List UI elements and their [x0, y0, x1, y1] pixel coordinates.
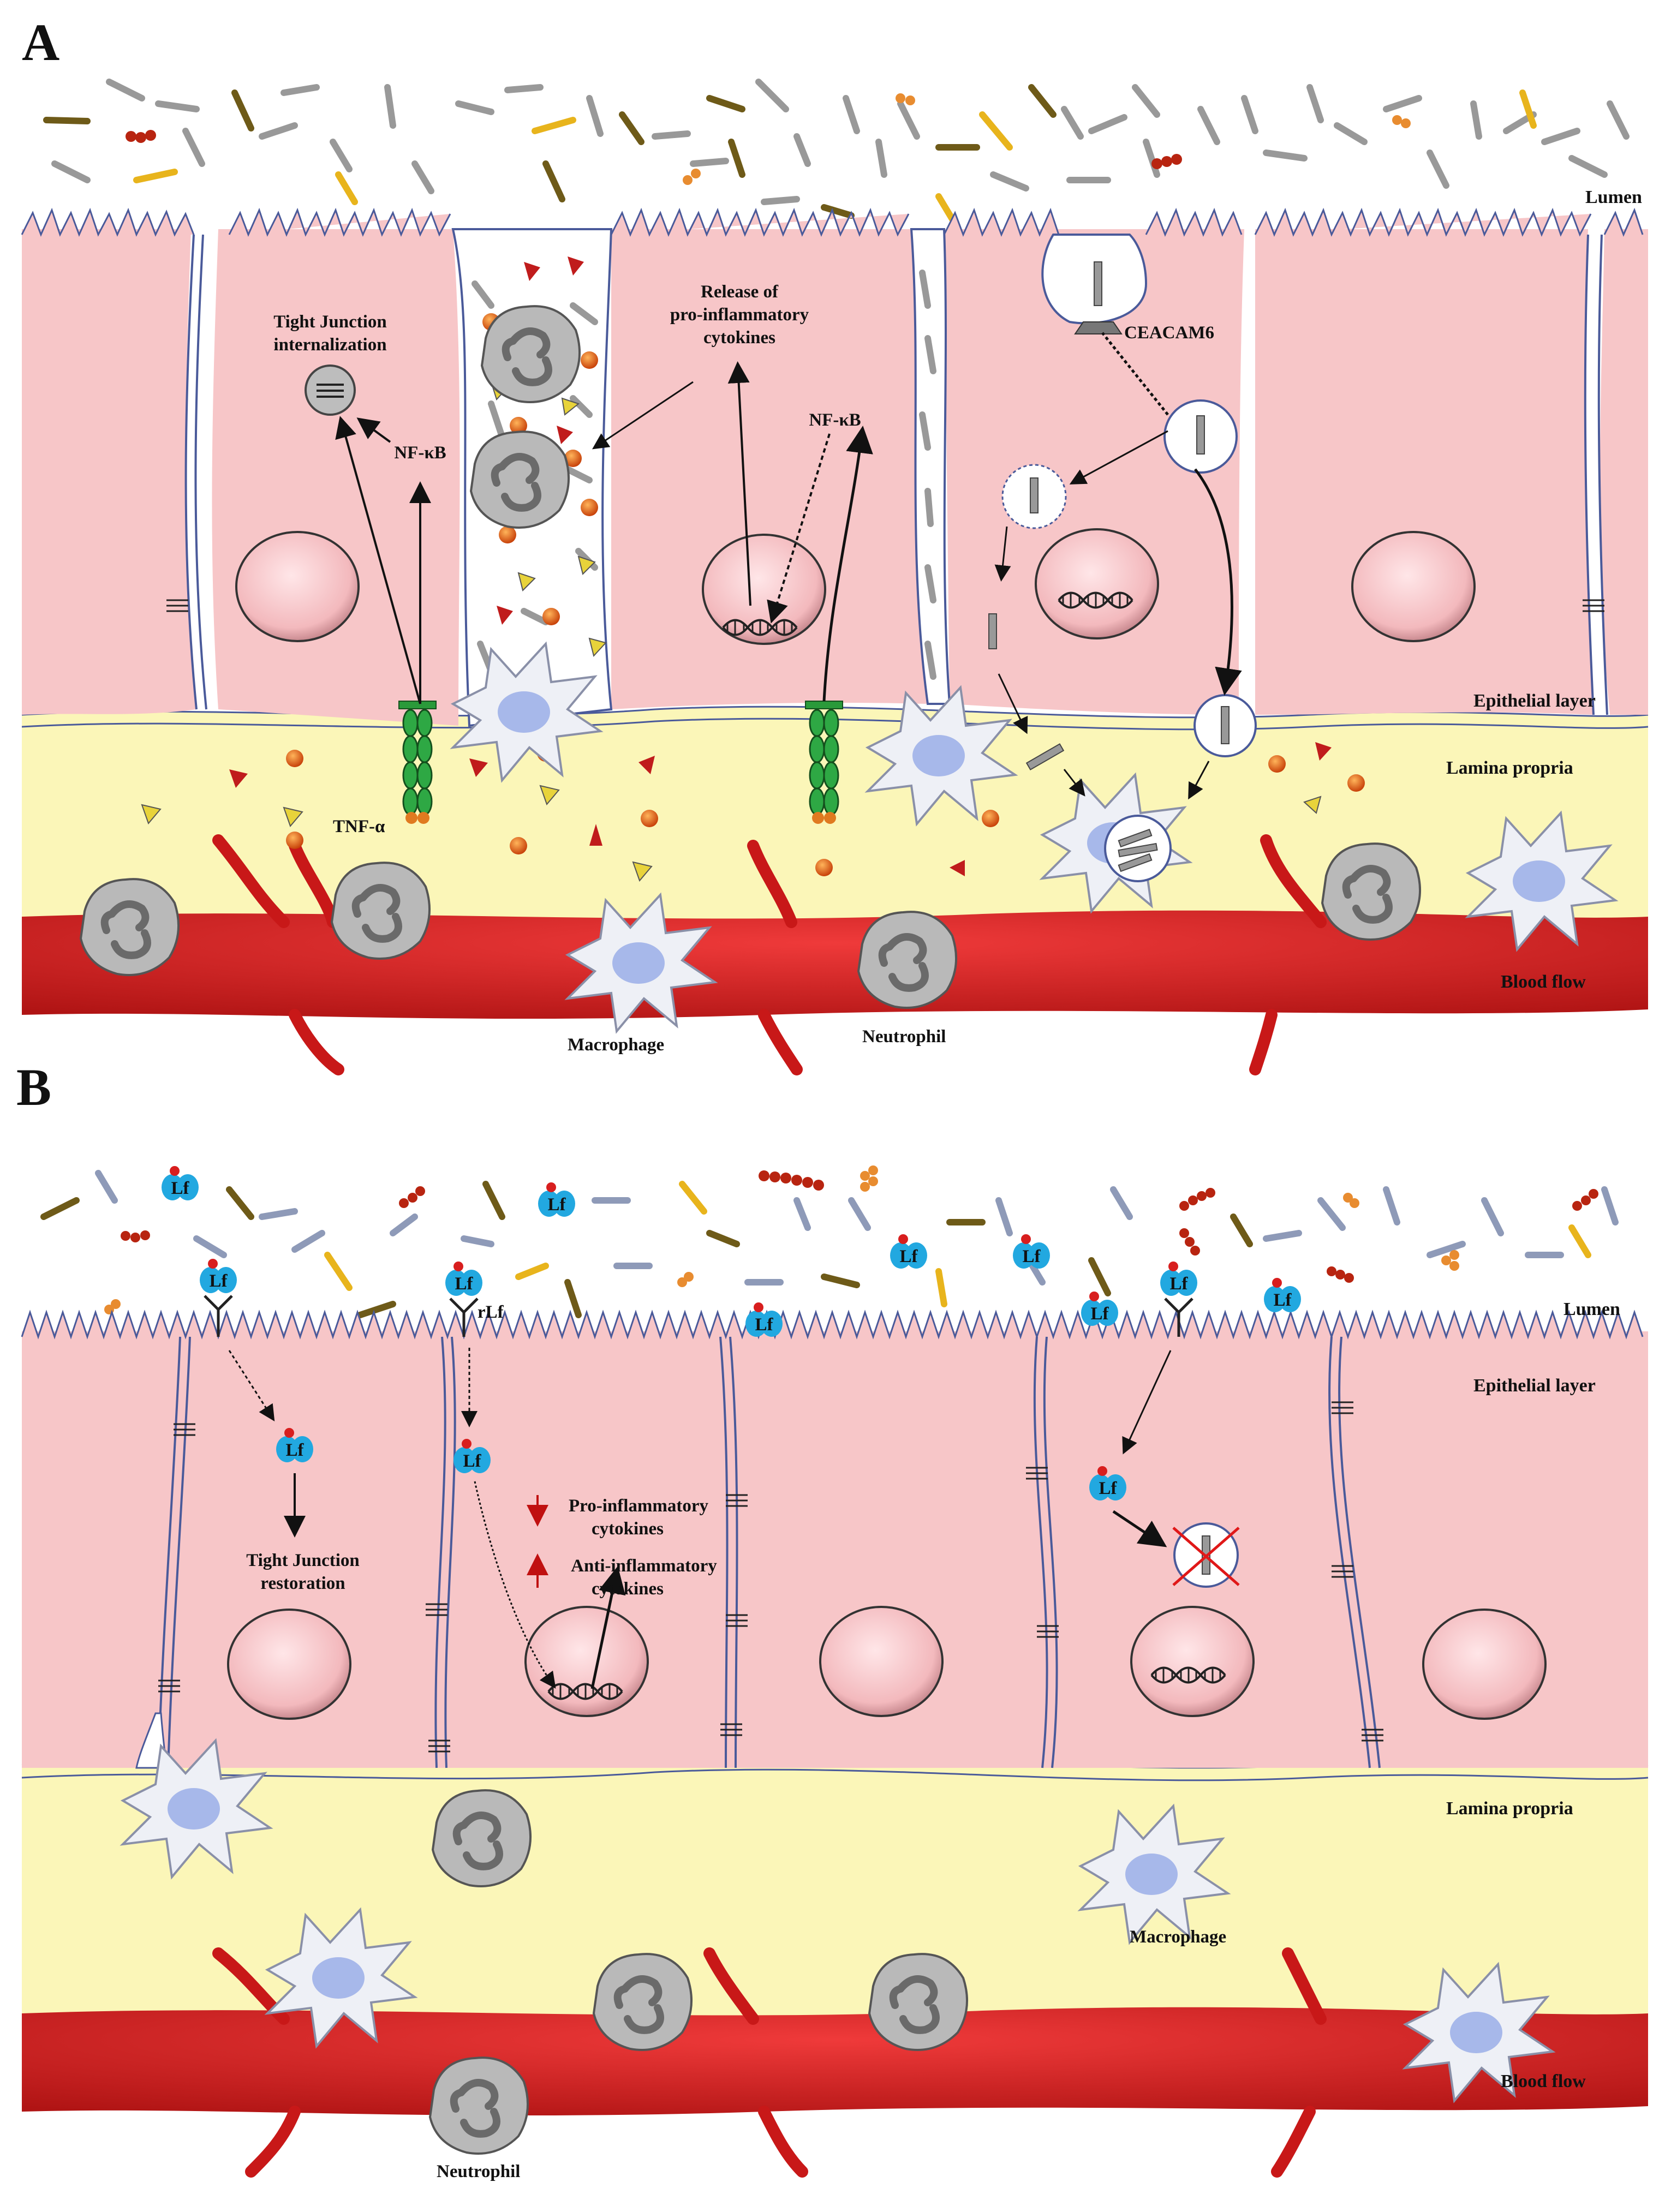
macrophage-label-b: Macrophage — [1130, 1927, 1226, 1947]
lumen-label-b: Lumen — [1563, 1299, 1620, 1319]
killed-bacterium — [1172, 1522, 1240, 1588]
nfkb-mid-label: NF-κB — [809, 410, 861, 430]
neutrophil-gap-1 — [482, 306, 580, 402]
anti-inflammatory-l1: Anti-inflammatory — [571, 1556, 717, 1576]
nucleus-b3 — [819, 1606, 944, 1717]
epithelial-cells-a — [22, 229, 1648, 726]
tj-internalization-l1: Tight Junction — [273, 312, 387, 332]
nfkb-left-label: NF-κB — [394, 443, 446, 463]
cell-a1 — [22, 229, 196, 715]
nucleus-a3 — [1035, 528, 1159, 639]
svg-text:Lf: Lf — [171, 1179, 190, 1198]
blood-vessel-b — [22, 2007, 1648, 2116]
svg-text:Lf: Lf — [286, 1440, 305, 1460]
ceacam6-label: CEACAM6 — [1124, 323, 1214, 343]
release-l1: Release of — [701, 282, 779, 302]
arrows-b — [228, 1348, 1172, 1689]
cell-a4 — [944, 229, 1244, 715]
lumen-bacteria-a — [43, 79, 1630, 227]
lf-labels: Lf Lf Lf Lf Lf Lf Lf Lf Lf Lf Lf Lf Lf — [171, 1179, 1292, 1498]
tight-junctions-b — [158, 1401, 1383, 1753]
svg-text:Lf: Lf — [755, 1315, 774, 1335]
svg-text:Lf: Lf — [463, 1451, 482, 1471]
tnf-label: TNF-α — [333, 817, 385, 836]
svg-text:Lf: Lf — [455, 1274, 474, 1294]
nucleus-a4 — [1351, 531, 1476, 642]
cell-a6 — [1600, 229, 1648, 715]
neutrophil-gap-2 — [471, 432, 569, 528]
svg-text:Lf: Lf — [548, 1195, 566, 1215]
gap-contents — [471, 256, 936, 680]
cell-a5 — [1255, 229, 1594, 715]
panel-a: A Lumen Epithelial layer Lamina propria … — [21, 13, 1649, 1075]
neutrophil-blood-a — [858, 912, 956, 1008]
blood-label-b: Blood flow — [1501, 2071, 1586, 2091]
lf-receptors — [204, 1295, 1193, 1337]
neutrophil-a2 — [332, 863, 429, 959]
macrophage-phagocytic — [1041, 774, 1191, 912]
lumen-bacteria-b — [40, 1165, 1619, 1318]
tj-restoration-l1: Tight Junction — [246, 1551, 360, 1570]
microvilli-b — [21, 1310, 1644, 1340]
svg-text:Lf: Lf — [1099, 1479, 1118, 1498]
ceacam6-receptor — [1074, 321, 1123, 334]
tj-internalization-l2: internalization — [273, 335, 386, 355]
neutrophil-label-b: Neutrophil — [437, 2162, 520, 2181]
svg-text:Lf: Lf — [1170, 1274, 1189, 1294]
neutrophil-label-a: Neutrophil — [862, 1027, 946, 1047]
svg-text:Lf: Lf — [1091, 1304, 1109, 1324]
tj-restoration-l2: restoration — [260, 1574, 345, 1593]
svg-text:Lf: Lf — [210, 1271, 228, 1291]
neutrophil-a3 — [1322, 844, 1420, 940]
panel-a-letter: A — [22, 13, 59, 71]
lamina-label-a: Lamina propria — [1446, 758, 1573, 778]
epithelial-label-a: Epithelial layer — [1473, 691, 1596, 711]
capillaries-a — [212, 834, 1327, 1075]
release-l3: cytokines — [703, 328, 775, 348]
epithelial-label-b: Epithelial layer — [1473, 1376, 1596, 1396]
svg-text:Lf: Lf — [1023, 1247, 1041, 1266]
nucleus-b5 — [1422, 1609, 1547, 1720]
nucleus-b4 — [1130, 1606, 1255, 1717]
blood-label-a: Blood flow — [1501, 972, 1586, 992]
rlf-label: rLf — [478, 1302, 504, 1322]
lamina-cytokines-a — [141, 742, 1365, 882]
nucleus-a2 — [702, 534, 826, 645]
neutrophil-b2 — [594, 1954, 691, 2050]
blood-vessel-a — [22, 910, 1648, 1019]
microvilli-a — [21, 207, 1644, 237]
panel-b: Lf Lf Lf Lf Lf Lf Lf Lf Lf Lf Lf Lf Lf — [16, 1058, 1649, 2181]
pro-inflammatory-l1: Pro-inflammatory — [569, 1496, 708, 1516]
lamina-label-b: Lamina propria — [1446, 1798, 1573, 1819]
lumen-label-a: Lumen — [1585, 187, 1642, 207]
bacterium-adhered — [1094, 261, 1102, 306]
lamina-propria-b — [22, 1757, 1648, 2019]
nucleus-b1 — [227, 1609, 351, 1720]
release-l2: pro-inflammatory — [670, 305, 809, 325]
svg-text:Lf: Lf — [1274, 1290, 1292, 1310]
cell-junctions-b — [157, 1336, 1381, 1768]
neutrophil-b1 — [433, 1790, 530, 1886]
neutrophil-b4 — [430, 2058, 528, 2154]
pro-inflammatory-l2: cytokines — [592, 1519, 664, 1539]
neutrophil-a1 — [81, 879, 178, 975]
anti-inflammatory-l2: cytokines — [592, 1579, 664, 1599]
cell-a2 — [212, 229, 460, 726]
arrows-a — [335, 332, 1242, 800]
macrophage-label-a: Macrophage — [568, 1035, 664, 1055]
nucleus-a1 — [235, 531, 360, 642]
cell-junctions-a — [166, 234, 1608, 715]
neutrophil-b3 — [869, 1954, 967, 2050]
panel-b-letter: B — [16, 1058, 51, 1116]
svg-text:Lf: Lf — [900, 1247, 918, 1266]
cell-a3 — [611, 229, 928, 709]
